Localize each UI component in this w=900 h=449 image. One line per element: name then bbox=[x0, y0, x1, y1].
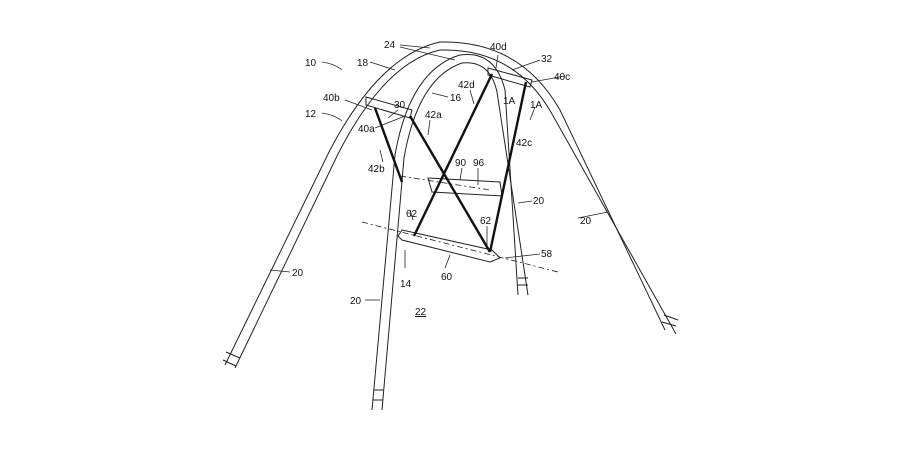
label-40c: 40c bbox=[554, 72, 570, 83]
label-16: 16 bbox=[450, 93, 462, 104]
cross-bar-32 bbox=[487, 67, 533, 88]
label-42d: 42d bbox=[458, 80, 475, 91]
label-42a: 42a bbox=[425, 110, 442, 121]
label-96: 96 bbox=[473, 158, 485, 169]
label-20-left-rear: 20 bbox=[292, 268, 304, 279]
label-18: 18 bbox=[357, 58, 369, 69]
ropes bbox=[373, 73, 528, 253]
label-40d: 40d bbox=[490, 42, 507, 53]
rear-arch-frame bbox=[222, 41, 679, 369]
label-40b: 40b bbox=[323, 93, 340, 104]
label-22: 22 bbox=[415, 307, 427, 318]
platform-96 bbox=[427, 177, 503, 197]
leader-lines bbox=[269, 44, 609, 301]
swing-axis-bottom bbox=[361, 221, 559, 273]
seat-60 bbox=[397, 229, 501, 263]
label-1a-left: 1A bbox=[503, 96, 516, 107]
label-12: 12 bbox=[305, 109, 317, 120]
label-14: 14 bbox=[400, 279, 412, 290]
label-62-right: 62 bbox=[480, 216, 492, 227]
label-62-left: 62 bbox=[406, 209, 418, 220]
label-30: 30 bbox=[394, 100, 406, 111]
label-20-left-front: 20 bbox=[350, 296, 362, 307]
label-10: 10 bbox=[305, 58, 317, 69]
label-40a: 40a bbox=[358, 124, 375, 135]
swing-axis-top bbox=[399, 175, 491, 191]
label-42b: 42b bbox=[368, 164, 385, 175]
label-20-right-rear: 20 bbox=[580, 216, 592, 227]
reference-labels: 10 12 18 24 30 16 40b 40a 42a 42d 42b 40… bbox=[292, 40, 592, 318]
label-20-right-front: 20 bbox=[533, 196, 545, 207]
label-32: 32 bbox=[541, 54, 553, 65]
label-90: 90 bbox=[455, 158, 467, 169]
label-24: 24 bbox=[384, 40, 396, 51]
label-60: 60 bbox=[441, 272, 453, 283]
label-58: 58 bbox=[541, 249, 553, 260]
label-1a-right: 1A bbox=[530, 100, 543, 111]
label-42c: 42c bbox=[516, 138, 532, 149]
